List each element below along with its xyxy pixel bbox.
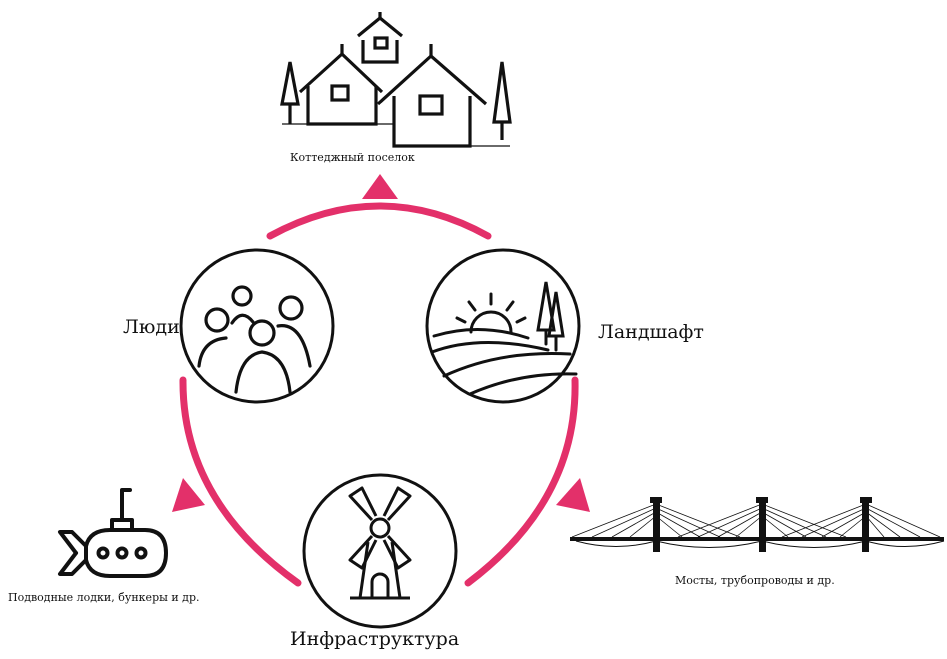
arrow-up (362, 174, 398, 199)
label-village: Коттеджный поселок (290, 151, 415, 164)
houses-icon (280, 12, 512, 148)
label-people: Люди (123, 316, 180, 338)
label-landscape: Ландшафт (598, 321, 704, 343)
bridge-icon (570, 497, 945, 552)
arrowheads (172, 174, 590, 512)
arrow-down-left (172, 478, 205, 512)
label-submarines: Подводные лодки, бункеры и др. (8, 591, 200, 604)
label-bridges: Мосты, трубопроводы и др. (675, 574, 835, 587)
arc-right (464, 376, 579, 587)
arc-left (179, 376, 302, 587)
connector-arcs (179, 202, 579, 587)
windmill-icon (348, 486, 412, 600)
infrastructure-node (302, 473, 458, 629)
arc-top (266, 202, 492, 240)
submarine-icon (58, 488, 168, 578)
people-group-icon (197, 285, 312, 394)
people-node (179, 248, 335, 404)
sunrise-hills-icon (430, 281, 578, 396)
landscape-node (425, 248, 581, 404)
arrow-down-right (556, 478, 590, 512)
label-infrastructure: Инфраструктура (290, 628, 460, 650)
